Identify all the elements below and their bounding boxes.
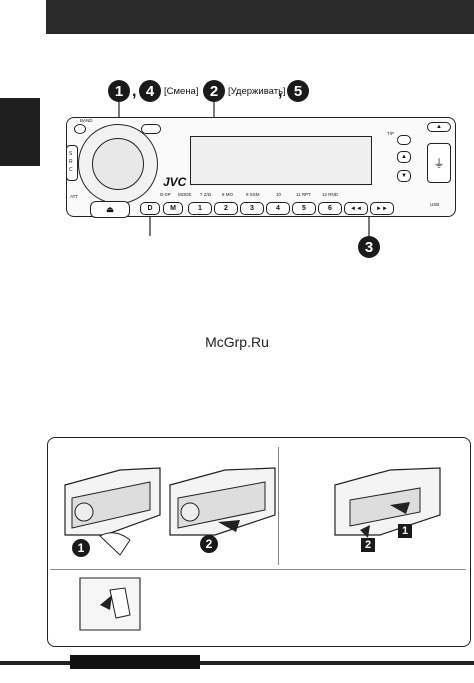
divider-vertical <box>278 447 279 565</box>
preset-6-button[interactable]: 6 <box>318 202 342 215</box>
arrow-down-icon[interactable]: ▼ <box>397 170 411 182</box>
m-button[interactable]: M <box>163 202 183 215</box>
caption-11: 11 RPT <box>296 192 311 197</box>
eject-icon[interactable]: ▲ <box>427 122 451 132</box>
detach-marker-2b: 2 <box>361 538 375 552</box>
step-marker-5: 5 <box>287 80 309 102</box>
prev-track-icon[interactable]: ◄◄ <box>344 202 368 215</box>
d-button[interactable]: D <box>140 202 160 215</box>
tp-label: T/P <box>387 131 395 136</box>
detach-illustrations <box>64 467 441 631</box>
src-button[interactable] <box>66 145 78 181</box>
src-label: S R C <box>69 151 73 173</box>
band-button[interactable] <box>74 124 86 134</box>
caption-10: 10 <box>276 192 282 197</box>
step-marker-4: 4 <box>139 80 161 102</box>
control-button[interactable] <box>141 124 161 134</box>
detach-marker-1b: 1 <box>398 524 412 538</box>
footer-rule <box>0 661 474 665</box>
preset-4-button[interactable]: 4 <box>266 202 290 215</box>
band-label: BAND <box>80 118 93 123</box>
caption-mode: MODE <box>178 192 192 197</box>
caption-12: 12 RND <box>322 192 339 197</box>
caption-7: 7 Z/Ω <box>200 192 212 197</box>
detach-marker-1a: 1 <box>72 539 90 557</box>
detach-instructions-box <box>47 437 471 647</box>
caption-9: 9 SSM <box>246 192 260 197</box>
preset-3-button[interactable]: 3 <box>240 202 264 215</box>
caption-dsp: D-SP <box>160 192 171 197</box>
caption-8: 8 MO <box>222 192 234 197</box>
comma: , <box>132 83 137 100</box>
step2-note: [Удерживать] <box>228 86 286 97</box>
release-icon[interactable]: ⏏ <box>90 201 130 218</box>
detach-marker-2a: 2 <box>200 535 218 553</box>
comma: , <box>278 83 283 100</box>
next-track-icon[interactable]: ►► <box>370 202 394 215</box>
preset-2-button[interactable]: 2 <box>214 202 238 215</box>
display-window <box>190 136 372 185</box>
step4-note: [Смена] <box>164 86 199 97</box>
footer-block <box>70 655 200 669</box>
volume-knob-center[interactable] <box>92 138 144 190</box>
usb-label: USB <box>430 202 440 207</box>
arrow-up-icon[interactable]: ▲ <box>397 151 411 163</box>
tp-button[interactable] <box>397 135 411 145</box>
divider-horizontal <box>50 569 466 570</box>
brand-logo: JVC <box>163 175 187 189</box>
watermark: McGrp.Ru <box>205 334 269 350</box>
usb-icon[interactable]: ⏚ <box>427 143 451 183</box>
preset-5-button[interactable]: 5 <box>292 202 316 215</box>
step-marker-1: 1 <box>108 80 130 102</box>
step-marker-3: 3 <box>358 236 380 258</box>
language-tab <box>0 98 40 166</box>
preset-1-button[interactable]: 1 <box>188 202 212 215</box>
att-label: ATT <box>70 194 79 199</box>
step-marker-2: 2 <box>203 80 225 102</box>
header-bar <box>46 0 474 34</box>
